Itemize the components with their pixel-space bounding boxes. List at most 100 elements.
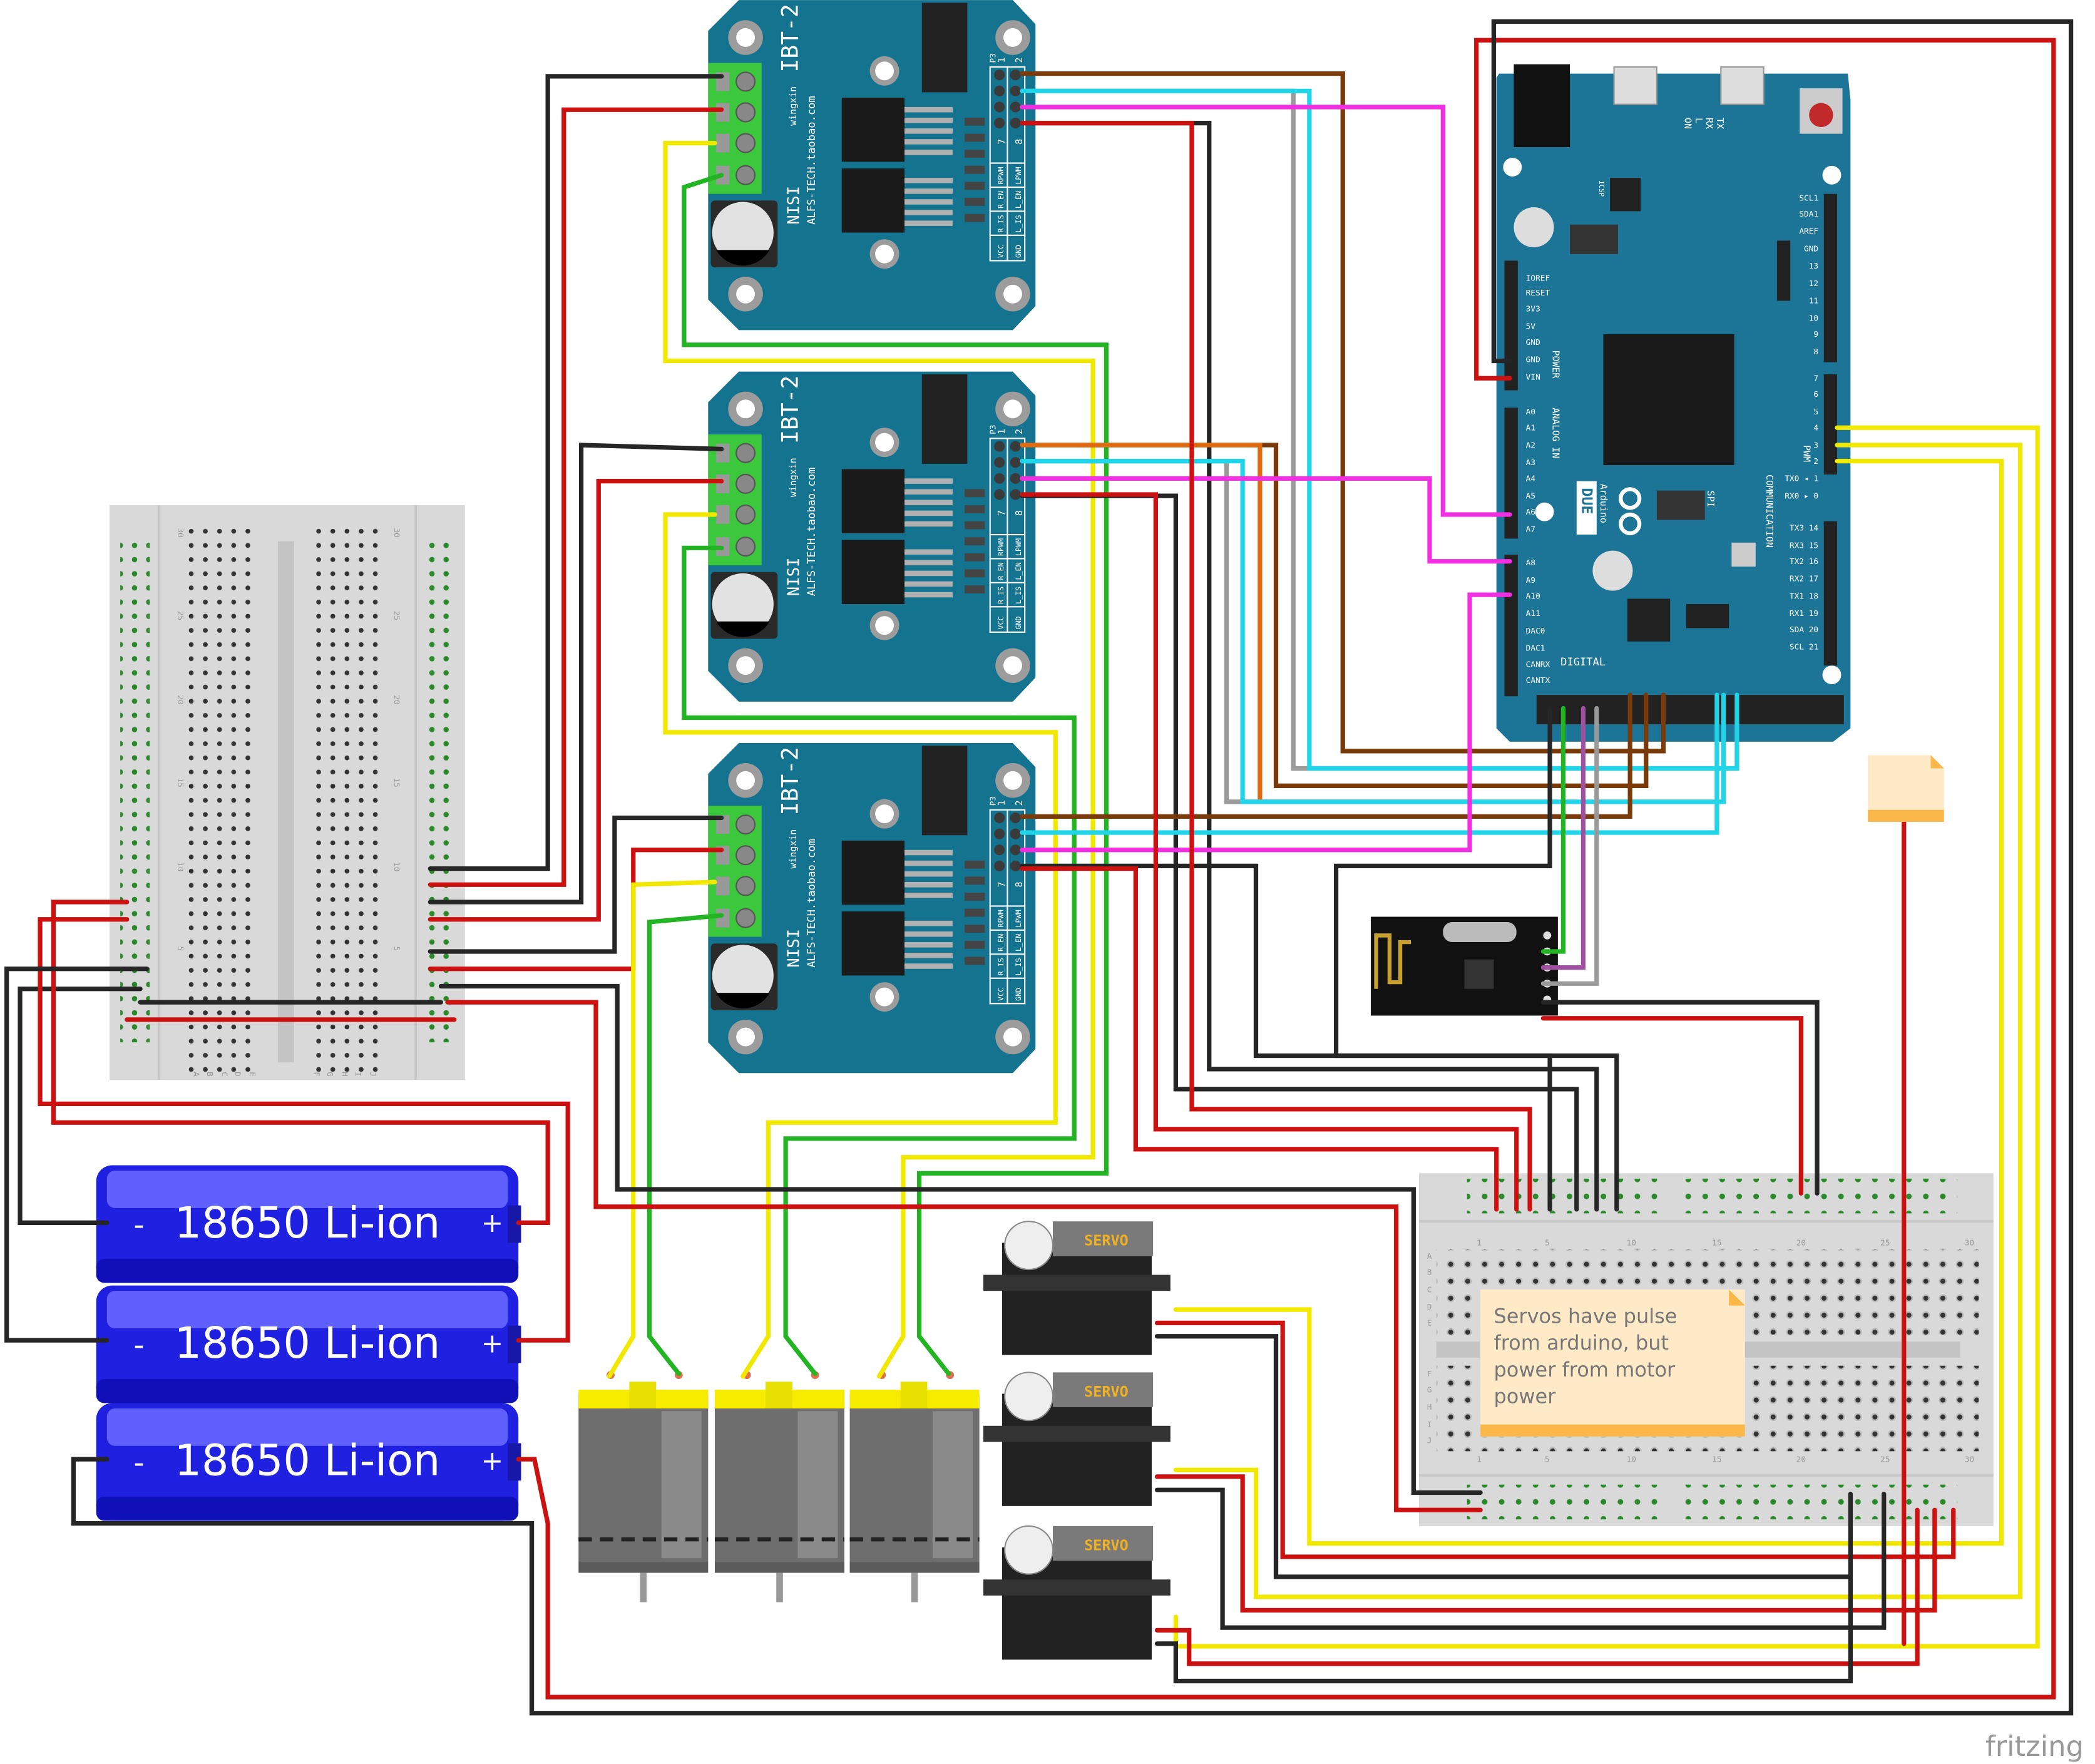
p3-header[interactable]: P3 1 2 7 8 RPWM R_EN R_IS VCC LPWM L_EN … <box>988 53 1026 262</box>
pin-label: TX3 14 <box>1790 524 1819 533</box>
usb-port[interactable] <box>1720 66 1765 105</box>
dc-motor <box>578 1371 709 1602</box>
ibt2-motor-driver: IBT-2 wingxin NISI ALFS-TECH.taobao.com … <box>708 371 1036 702</box>
pin-label: GND <box>1014 988 1023 1001</box>
board-maker: NISI <box>784 558 803 597</box>
spi-label: SPI <box>1705 491 1716 508</box>
servo-motor: SERVO <box>983 1372 1170 1506</box>
dc-power-jack <box>1514 64 1570 147</box>
pin-label: TX1 18 <box>1790 592 1818 601</box>
pin-label: R_IS <box>996 215 1005 232</box>
led-label: RX <box>1704 118 1715 129</box>
pin-label: 13 <box>1809 262 1818 271</box>
terminal-screws[interactable] <box>735 443 756 557</box>
column-letter: B <box>205 1072 214 1077</box>
board-brand: wingxin <box>787 458 799 497</box>
p3-header[interactable]: P3 1 2 7 8 RPWM R_EN R_IS VCC LPWM L_EN … <box>988 796 1026 1005</box>
servo-motor: SERVO <box>983 1525 1170 1660</box>
ic-chip <box>921 3 968 93</box>
board-title: IBT-2 <box>776 4 803 72</box>
pin-label: LPWM <box>1014 538 1023 556</box>
column-letter: A <box>192 1072 201 1077</box>
board-brand: wingxin <box>787 829 799 869</box>
column-number: 30 <box>1965 1239 1974 1248</box>
pin-label: 7 <box>1813 374 1818 384</box>
icsp-label: ICSP <box>1597 180 1606 197</box>
servo-motor: SERVO <box>983 1221 1170 1355</box>
row-number: 5 <box>392 946 401 951</box>
pin-label: VCC <box>996 616 1005 629</box>
pin-label: DAC1 <box>1526 644 1545 654</box>
pwm-label: PWM <box>1801 445 1813 462</box>
column-letter: J <box>367 1072 377 1077</box>
pin-number: 2 <box>1013 429 1025 434</box>
row-letter: D <box>1427 1303 1432 1312</box>
pin-number: 7 <box>996 139 1007 145</box>
pin-label: 5 <box>1813 408 1818 417</box>
pin-number: 1 <box>996 429 1007 434</box>
column-number: 25 <box>1880 1455 1890 1464</box>
pin-label: A6 <box>1526 508 1535 517</box>
wires[interactable] <box>4 19 2074 1716</box>
p3-header[interactable]: P3 1 2 7 8 RPWM R_EN R_IS VCC LPWM L_EN … <box>988 424 1026 633</box>
pin-label: A9 <box>1526 576 1535 585</box>
model-label: DUE <box>1578 488 1596 514</box>
column-number: 25 <box>1880 1239 1890 1248</box>
pin-headers[interactable] <box>1504 193 1844 725</box>
row-number: 20 <box>392 695 401 704</box>
mosfet <box>841 911 905 976</box>
board-brand: wingxin <box>787 86 799 126</box>
pin-label: 11 <box>1809 297 1818 306</box>
row-letter: F <box>1427 1370 1432 1379</box>
row-letter: J <box>1427 1437 1432 1446</box>
note-line: power <box>1493 1384 1556 1408</box>
usb-port[interactable] <box>1613 66 1657 105</box>
pin-label: SDA1 <box>1799 210 1818 219</box>
board-url: ALFS-TECH.taobao.com <box>806 839 818 967</box>
mosfet <box>841 168 905 233</box>
pin-label: 2 <box>1813 457 1818 466</box>
column-letter: D <box>233 1072 242 1077</box>
battery-18650: 18650 Li-ion - + <box>96 1403 521 1521</box>
collapsed-note-icon[interactable] <box>1868 755 1944 822</box>
column-number: 15 <box>1712 1455 1721 1464</box>
row-number: 20 <box>175 695 185 704</box>
pin-label: SDA 20 <box>1790 625 1818 635</box>
row-number: 15 <box>392 778 401 787</box>
column-letter: C <box>219 1072 228 1077</box>
row-letter: A <box>1427 1252 1432 1261</box>
battery-plus: + <box>481 1328 503 1359</box>
column-number: 1 <box>1477 1455 1482 1464</box>
column-number: 20 <box>1796 1455 1806 1464</box>
digital-label: DIGITAL <box>1560 656 1606 669</box>
pin-label: A10 <box>1526 592 1540 601</box>
power-label: POWER <box>1550 350 1561 378</box>
pin-label: L_EN <box>1014 562 1023 580</box>
pin-label: LPWM <box>1014 167 1023 184</box>
mounting-holes <box>728 763 1030 1055</box>
note-line: power from motor <box>1493 1358 1676 1382</box>
note[interactable]: Servos have pulse from arduino, but powe… <box>1480 1290 1745 1437</box>
pin-label: GND <box>1526 356 1540 365</box>
column-number: 5 <box>1545 1239 1550 1248</box>
row-number: 10 <box>175 862 185 871</box>
column-number: 30 <box>1965 1455 1974 1464</box>
row-number: 15 <box>175 778 185 787</box>
pin-number: 2 <box>1013 58 1025 63</box>
pin-label: 10 <box>1809 314 1818 323</box>
terminal-screws[interactable] <box>735 814 756 928</box>
ibt2-motor-driver: IBT-2 wingxin NISI ALFS-TECH.taobao.com … <box>708 743 1036 1074</box>
pin-number: 1 <box>996 58 1007 63</box>
row-letter: E <box>1427 1319 1432 1328</box>
pin-label: IOREF <box>1526 274 1550 283</box>
board-title: IBT-2 <box>776 376 803 444</box>
row-letter: I <box>1427 1420 1432 1430</box>
battery-minus: - <box>133 1328 144 1363</box>
terminal-screws[interactable] <box>735 71 756 185</box>
pin-label: A11 <box>1526 609 1540 618</box>
pin-label: A0 <box>1526 408 1535 417</box>
servo-label: SERVO <box>1084 1383 1129 1400</box>
column-letter: H <box>339 1072 349 1077</box>
pin-label: A4 <box>1526 474 1536 484</box>
